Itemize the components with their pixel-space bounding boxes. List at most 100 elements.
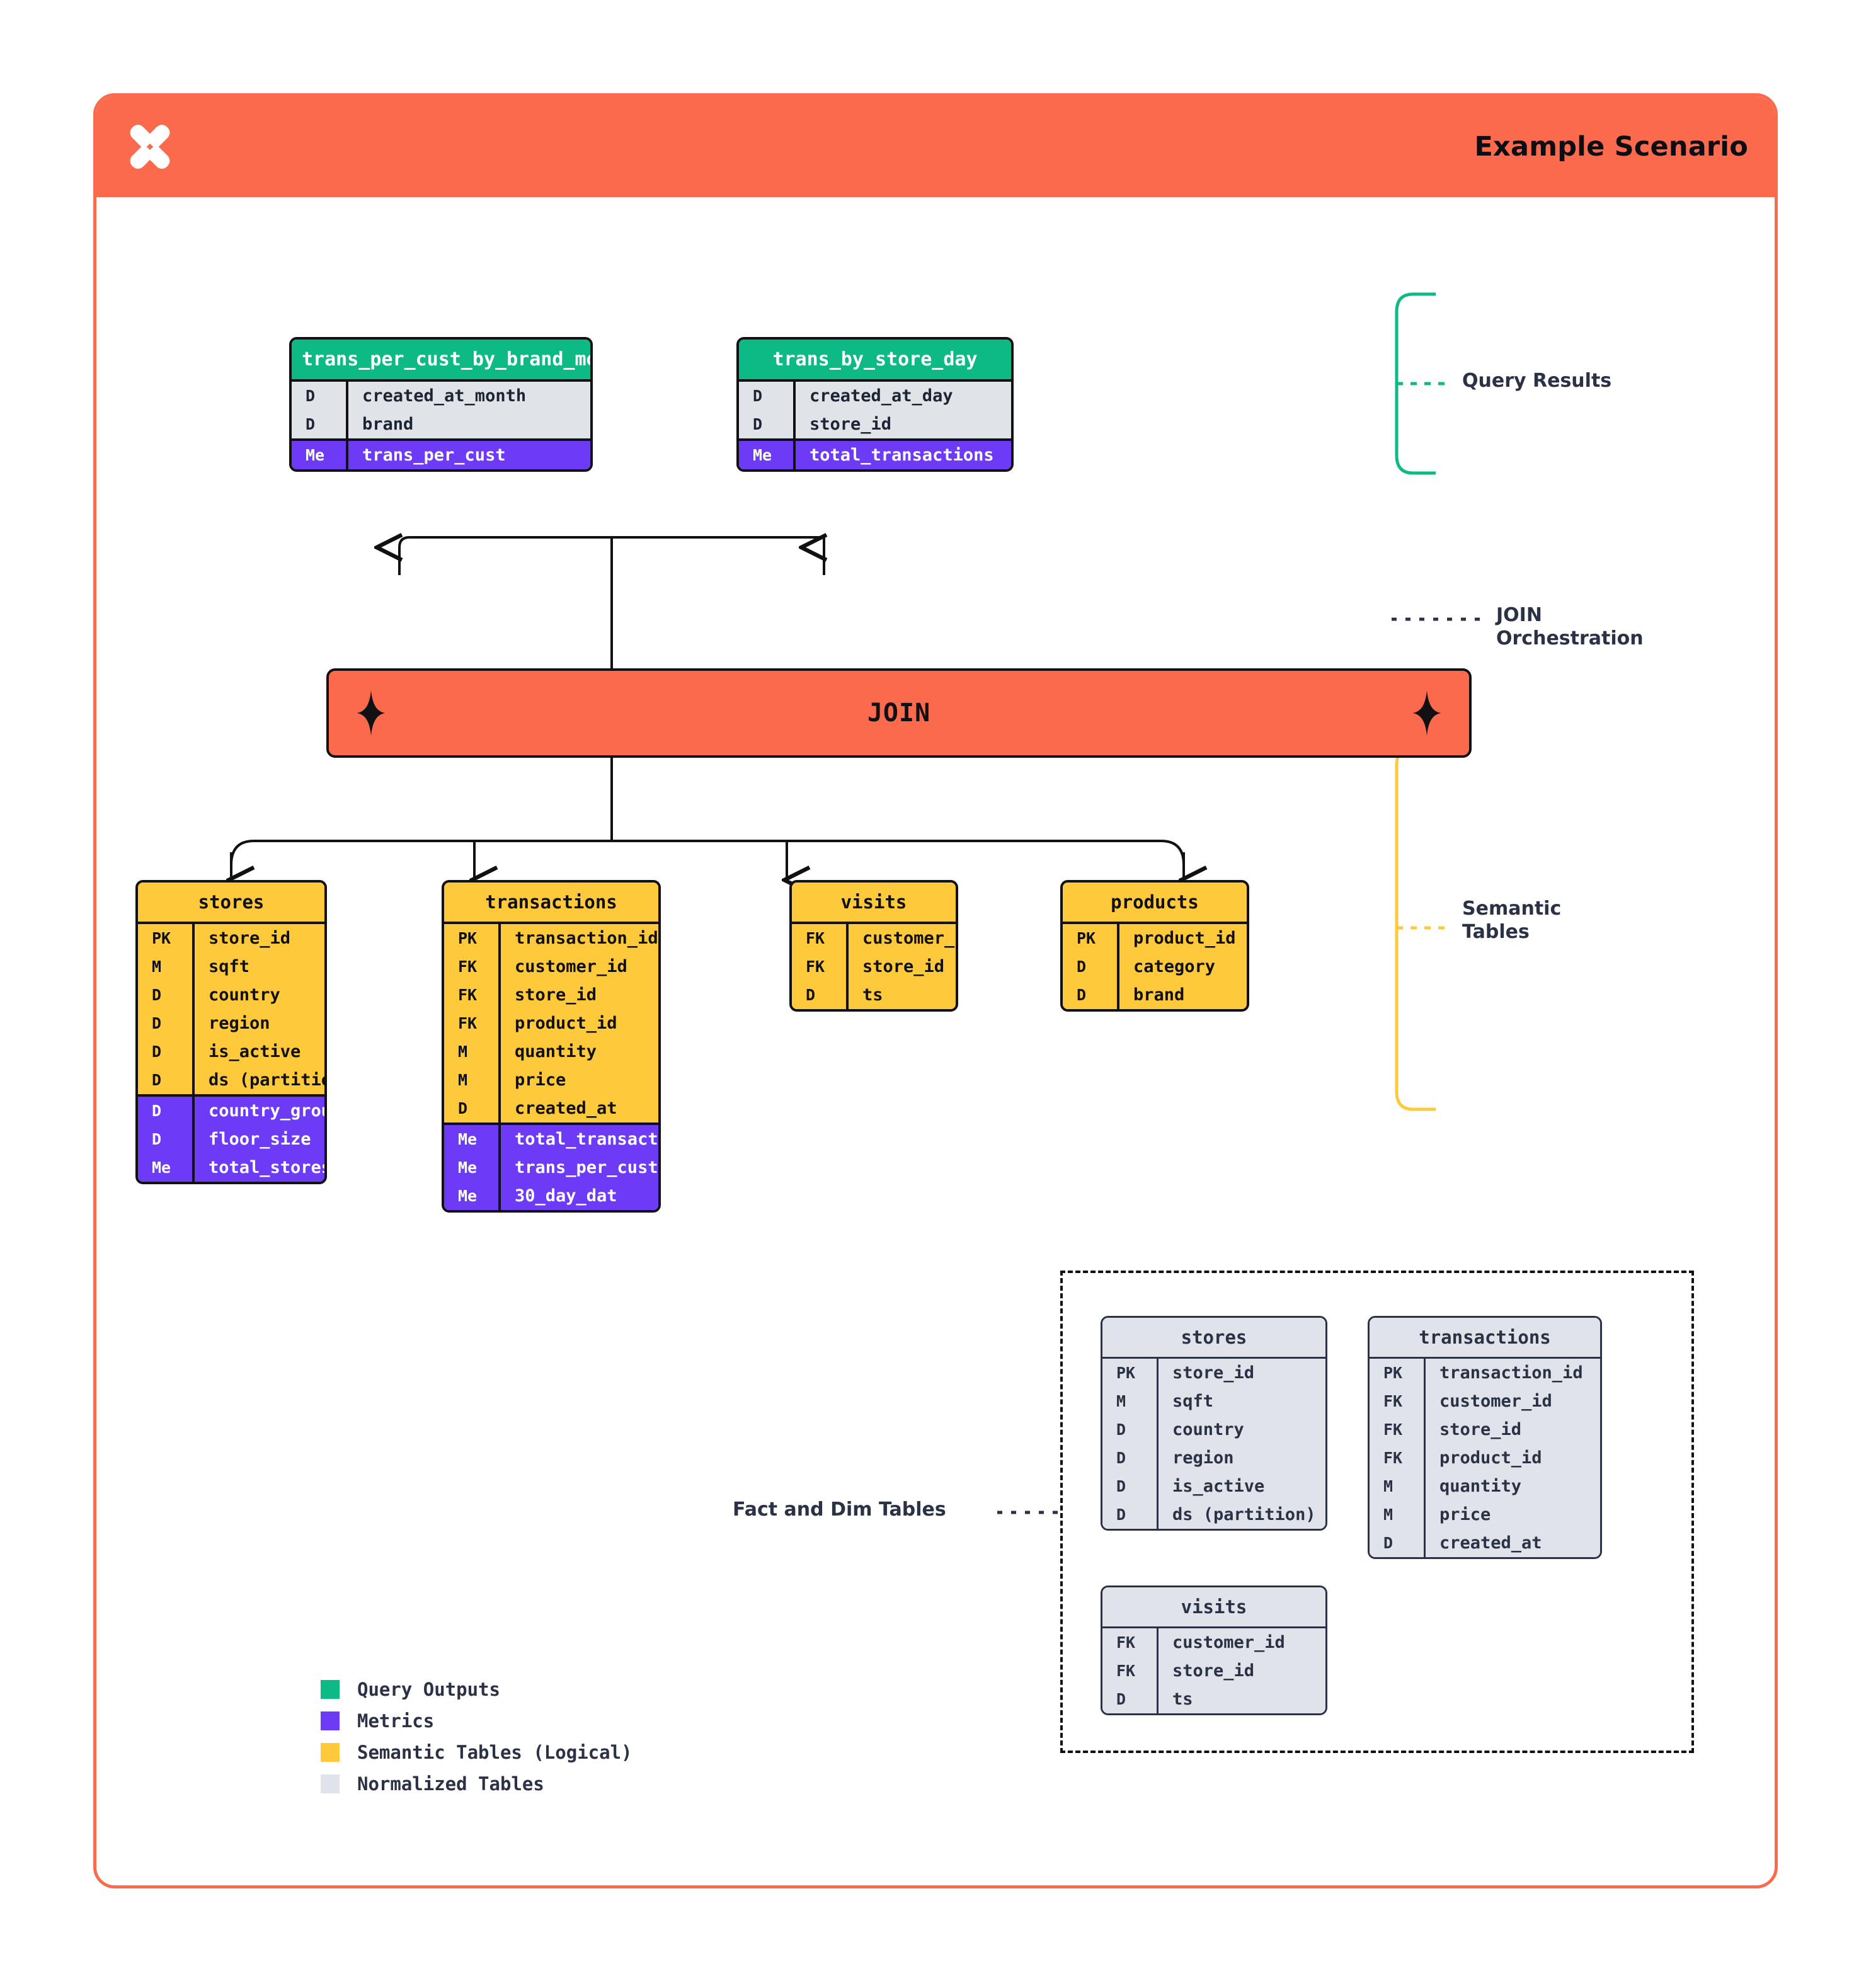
row-field: country xyxy=(192,981,324,1009)
row-key: FK xyxy=(1383,1449,1403,1467)
row-key: PK xyxy=(1116,1364,1136,1382)
row-field: quantity xyxy=(1424,1472,1600,1500)
brace-query-results xyxy=(1395,292,1436,475)
row-field: region xyxy=(192,1009,324,1037)
row-key: D xyxy=(306,415,316,433)
row-field: product_id xyxy=(1117,924,1247,952)
row-field: quantity xyxy=(498,1037,658,1066)
card-header: Example Scenario xyxy=(96,96,1775,197)
dimension-rows: D created_at_month D brand xyxy=(292,382,590,438)
row-field: store_id xyxy=(1157,1359,1325,1387)
row-key: D xyxy=(1116,1505,1126,1524)
scenario-card: Example Scenario xyxy=(93,93,1778,1888)
row-key: D xyxy=(152,1014,162,1032)
join-orchestration-bar[interactable]: JOIN xyxy=(326,668,1472,758)
row-key: PK xyxy=(458,929,478,947)
table-row: PK transaction_id xyxy=(444,924,658,952)
row-field: ds (partition) xyxy=(1157,1500,1325,1529)
annotation-label-line1: JOIN xyxy=(1496,604,1542,626)
row-key: M xyxy=(1383,1505,1393,1524)
x-mark-logo-icon xyxy=(130,125,170,169)
row-key: D xyxy=(753,387,763,405)
table-row: Me total_transactions xyxy=(739,441,1011,469)
table-title: products xyxy=(1063,883,1247,924)
row-field: is_active xyxy=(192,1037,324,1066)
row-key: FK xyxy=(1383,1420,1403,1439)
row-key: FK xyxy=(1116,1662,1136,1680)
row-field: created_at_day xyxy=(793,382,1011,410)
row-key: Me xyxy=(306,446,325,464)
row-key: FK xyxy=(806,957,825,976)
row-key: D xyxy=(1077,986,1087,1004)
fact-dim-group-box xyxy=(1060,1271,1694,1753)
dimension-rows: D created_at_day D store_id xyxy=(739,382,1011,438)
row-field: total_transactions xyxy=(793,441,1011,469)
row-field: store_id xyxy=(498,981,658,1009)
row-key: D xyxy=(806,986,816,1004)
table-trans-by-store-day[interactable]: trans_by_store_day D created_at_day D st… xyxy=(736,337,1014,472)
table-title: stores xyxy=(138,883,324,924)
row-field: trans_per_cust xyxy=(346,441,590,469)
legend-swatch-query-outputs xyxy=(321,1680,340,1699)
table-title: visits xyxy=(792,883,956,924)
annotation-label: Semantic Tables xyxy=(1462,898,1562,943)
row-field: region xyxy=(1157,1444,1325,1472)
row-key: Me xyxy=(753,446,772,464)
table-row: D store_id xyxy=(739,410,1011,438)
row-field: is_active xyxy=(1157,1472,1325,1500)
table-row: Dds (partition) xyxy=(138,1066,324,1094)
row-key: D xyxy=(1116,1477,1126,1495)
row-key: D xyxy=(152,1043,162,1061)
row-key: FK xyxy=(458,957,478,976)
table-row: D brand xyxy=(292,410,590,438)
annotation-label: Fact and Dim Tables xyxy=(733,1499,946,1521)
table-title: transactions xyxy=(1370,1318,1600,1359)
annotation-query-results: Query Results xyxy=(1462,370,1611,393)
legend-item: Metrics xyxy=(321,1710,632,1732)
legend-label: Query Outputs xyxy=(357,1679,500,1700)
annotation-label-line2: Orchestration xyxy=(1496,627,1644,649)
row-field: floor_size xyxy=(192,1125,324,1153)
row-field: total_stores xyxy=(192,1153,324,1182)
row-key: FK xyxy=(1383,1392,1403,1410)
row-field: price xyxy=(498,1066,658,1094)
legend: Query Outputs Metrics Semantic Tables (L… xyxy=(321,1679,632,1805)
row-key: D xyxy=(306,387,316,405)
row-key: PK xyxy=(1383,1364,1403,1382)
row-field: trans_per_cust xyxy=(498,1153,658,1182)
row-key: M xyxy=(458,1071,468,1089)
table-trans-per-cust-by-brand-month[interactable]: trans_per_cust_by_brand_month D created_… xyxy=(289,337,593,472)
row-field: transaction_id xyxy=(498,924,658,952)
row-key: D xyxy=(152,1130,162,1148)
